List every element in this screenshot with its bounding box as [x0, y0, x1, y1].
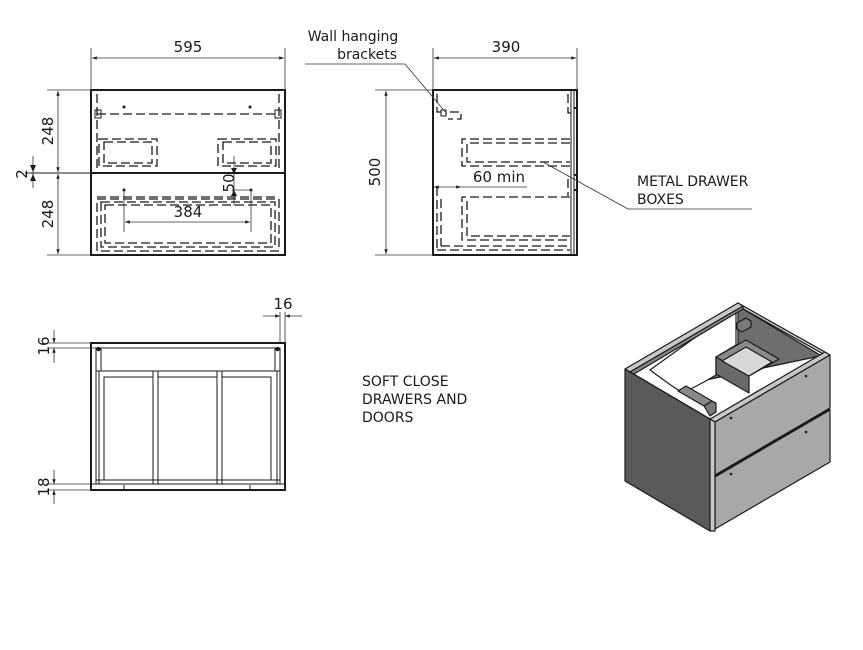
min-clearance-dim: 60 min [473, 168, 525, 186]
isometric-view [624, 302, 831, 532]
width-dim: 595 [174, 38, 203, 56]
callout-brackets-line2: brackets [337, 47, 397, 63]
svg-text:SOFT CLOSE: SOFT CLOSE [362, 374, 449, 390]
callout-drawers-line1: METAL DRAWER [637, 174, 749, 190]
svg-text:DRAWERS AND: DRAWERS AND [362, 392, 467, 408]
callout-drawers-line2: BOXES [637, 192, 684, 208]
svg-text:DOORS: DOORS [362, 410, 414, 426]
side-thickness-dim: 16 [273, 295, 292, 313]
callout-brackets-line1: Wall hanging [308, 29, 399, 45]
handle-spacing-dim: 384 [174, 203, 203, 221]
top-thickness-dim: 16 [35, 336, 53, 355]
bottom-thickness-dim: 18 [35, 477, 53, 496]
height-dim: 500 [366, 158, 384, 187]
soft-close-note: SOFT CLOSE DRAWERS AND DOORS [362, 374, 467, 426]
top-view: 16 16 18 [35, 295, 302, 504]
gap-dim: 2 [13, 169, 31, 179]
upper-height-dim: 248 [39, 117, 57, 146]
front-view: 384 50 595 248 248 2 [13, 38, 286, 256]
lower-height-dim: 248 [39, 200, 57, 229]
depth-dim: 390 [492, 38, 521, 56]
side-view: 60 min 390 500 Wall hanging brackets MET… [305, 29, 752, 256]
handle-offset-dim: 50 [220, 173, 238, 192]
